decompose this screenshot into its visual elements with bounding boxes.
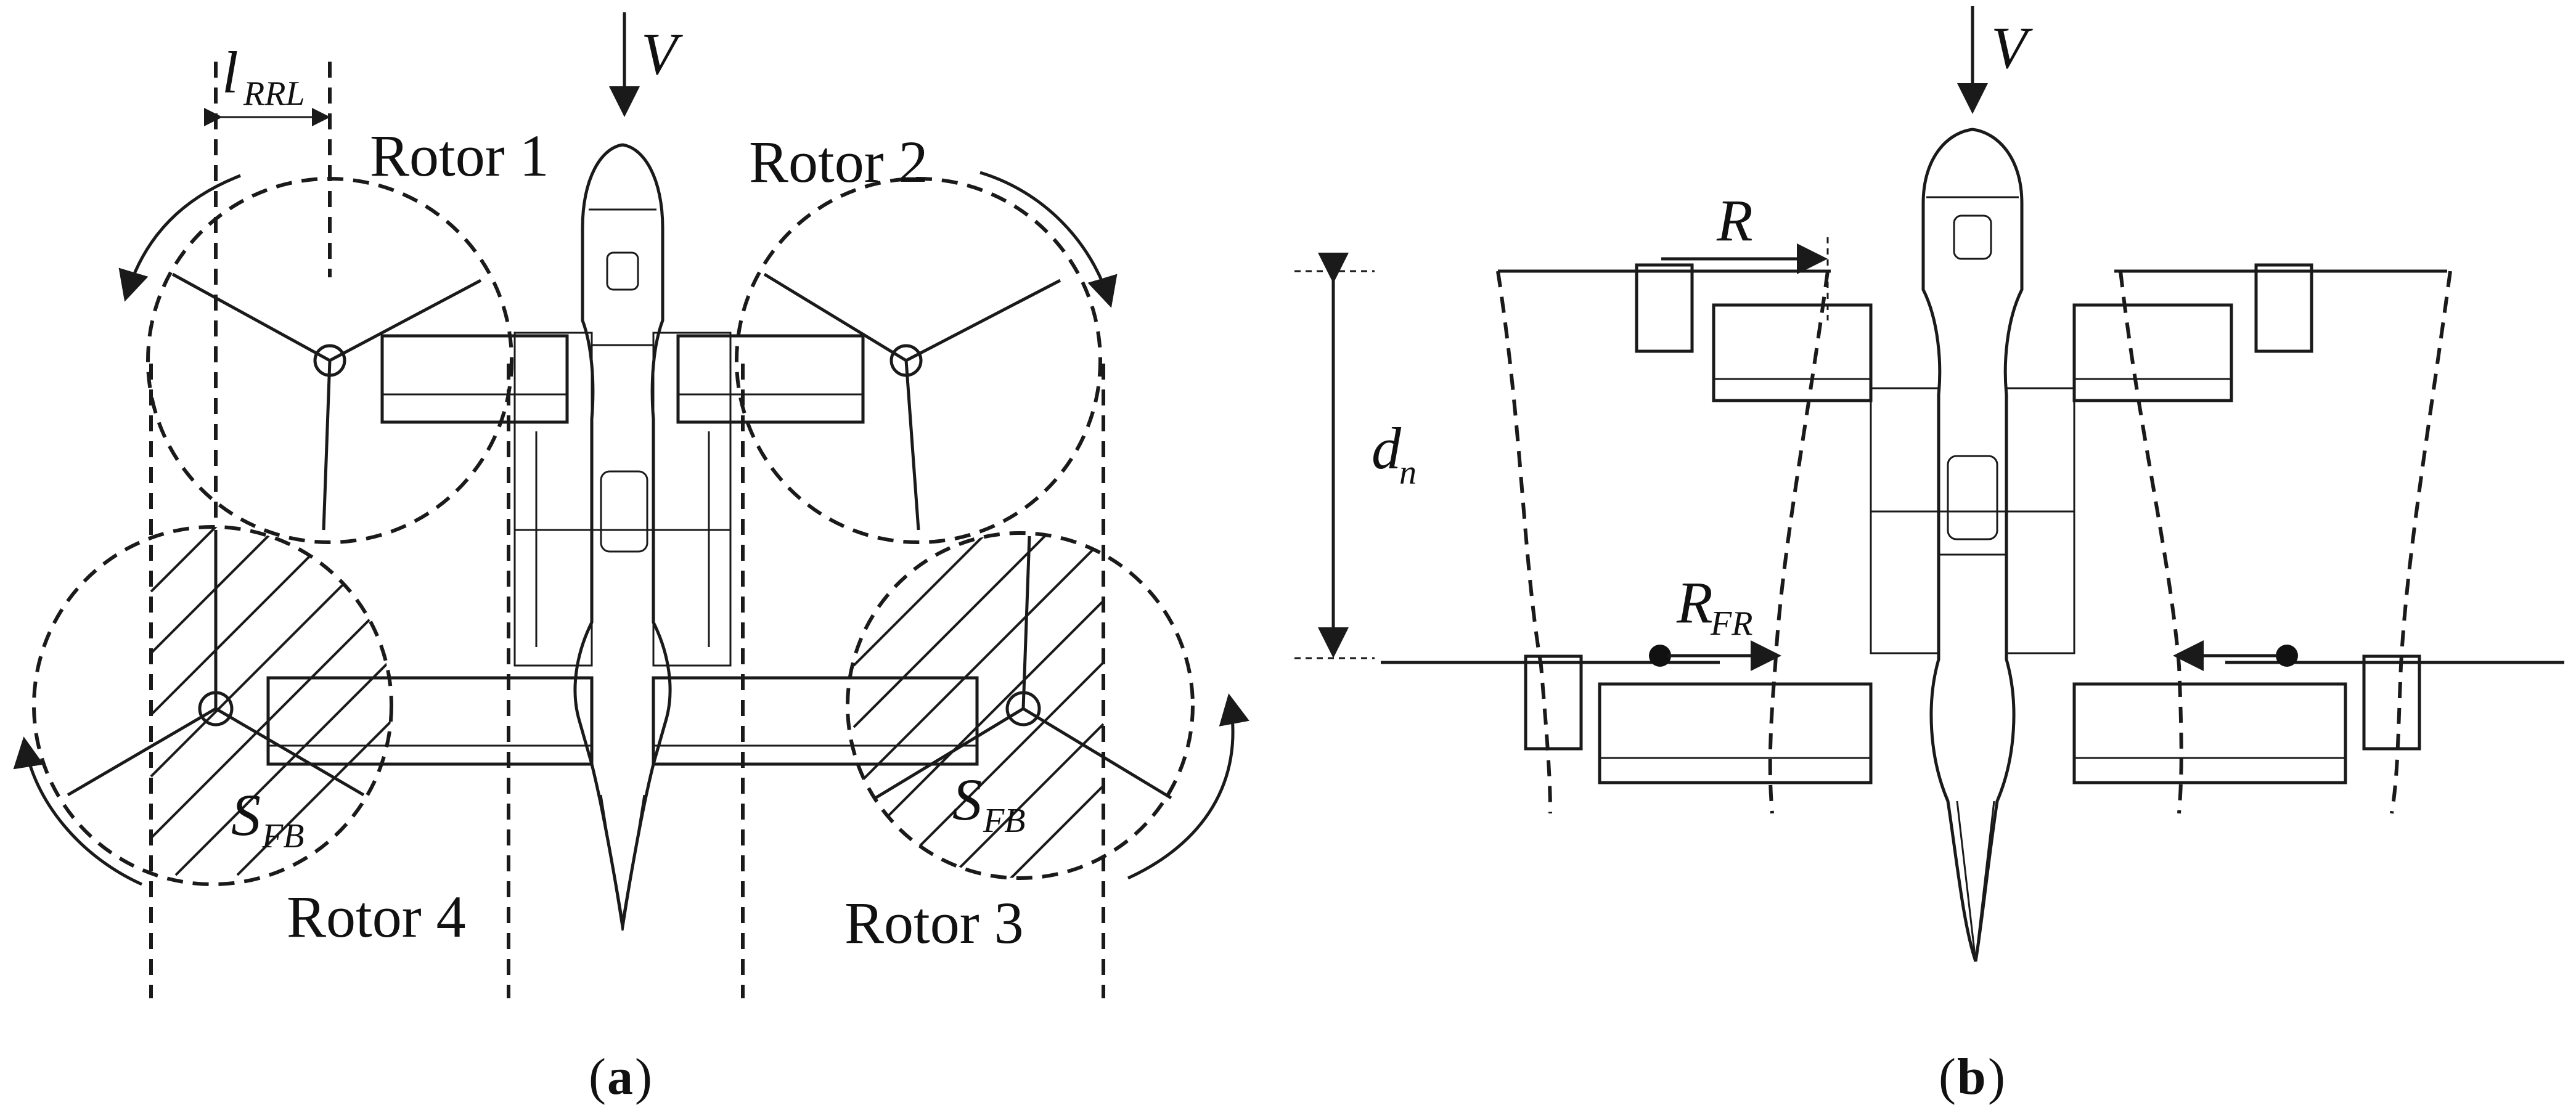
front-wing-b bbox=[1712, 303, 2233, 402]
rotor-4-propeller bbox=[67, 530, 365, 797]
svg-text:(: ( bbox=[589, 1048, 606, 1106]
rotor-1-rotation-arrow bbox=[118, 174, 241, 302]
svg-text:): ) bbox=[1988, 1048, 2005, 1106]
rotor-3-disk bbox=[846, 531, 1195, 880]
r-label: R bbox=[1716, 187, 1753, 253]
s-fb-label-left: S FB bbox=[231, 782, 304, 855]
l-rrl-dimension: l RRL bbox=[204, 39, 330, 126]
rotor-4-label: Rotor 4 bbox=[287, 884, 466, 950]
rotor-2-propeller bbox=[763, 272, 1061, 531]
rotor-2-disk bbox=[735, 177, 1102, 544]
caption-b-letter: b bbox=[1957, 1048, 1986, 1106]
panel-b: V bbox=[1294, 6, 2564, 1106]
rotor-2-label: Rotor 2 bbox=[749, 129, 928, 195]
fuselage-a bbox=[513, 143, 732, 931]
r-dimension: R bbox=[1661, 187, 1829, 320]
rotor-4-disk bbox=[32, 525, 393, 886]
rear-wing-b bbox=[1598, 682, 2347, 784]
rotor-2-rotation-arrow bbox=[979, 171, 1118, 308]
rear-wing-a bbox=[266, 676, 979, 766]
velocity-label-b: V bbox=[1991, 15, 2033, 81]
reference-lines-a bbox=[149, 62, 1105, 998]
rotor-3-propeller bbox=[874, 536, 1172, 800]
l-rrl-subscript: RRL bbox=[243, 75, 305, 113]
slipstream-boundaries bbox=[1496, 271, 2452, 814]
s-fb-sub-left: FB bbox=[261, 817, 304, 855]
d-n-main: d bbox=[1372, 415, 1402, 481]
front-wing-a bbox=[380, 334, 865, 424]
panel-a: V bbox=[13, 12, 1249, 1106]
rotor-1-label: Rotor 1 bbox=[370, 123, 549, 189]
caption-a-letter: a bbox=[607, 1048, 633, 1106]
r-fr-arrows: R FR bbox=[1649, 569, 2298, 671]
overlap-hatch-rotor-3 bbox=[853, 533, 1105, 878]
s-fb-sub-right: FB bbox=[983, 802, 1025, 840]
caption-b: ( b ) bbox=[1939, 1048, 2005, 1106]
rotor-blades-b bbox=[1381, 263, 2564, 751]
l-rrl-main: l bbox=[222, 39, 239, 105]
rotor-3-rotation-arrow bbox=[1127, 693, 1249, 880]
r-fr-subscript: FR bbox=[1710, 605, 1752, 643]
svg-text:(: ( bbox=[1939, 1048, 1956, 1106]
rotor-1-propeller bbox=[171, 272, 482, 531]
velocity-arrow-b: V bbox=[1957, 6, 2033, 114]
s-fb-main-right: S bbox=[952, 767, 982, 833]
r-fr-main: R bbox=[1676, 569, 1713, 635]
rotor-3-label: Rotor 3 bbox=[844, 890, 1024, 956]
d-n-dimension: d n bbox=[1294, 253, 1417, 659]
s-fb-label-right: S FB bbox=[952, 767, 1025, 840]
s-fb-main-left: S bbox=[231, 782, 261, 848]
velocity-label-a: V bbox=[641, 21, 683, 87]
svg-text:): ) bbox=[635, 1048, 652, 1106]
caption-a: ( a ) bbox=[589, 1048, 652, 1106]
rotor-4-rotation-arrow bbox=[13, 736, 143, 886]
d-n-subscript: n bbox=[1399, 454, 1417, 492]
fuselage-b bbox=[1870, 128, 2075, 962]
velocity-arrow-a: V bbox=[609, 12, 683, 117]
